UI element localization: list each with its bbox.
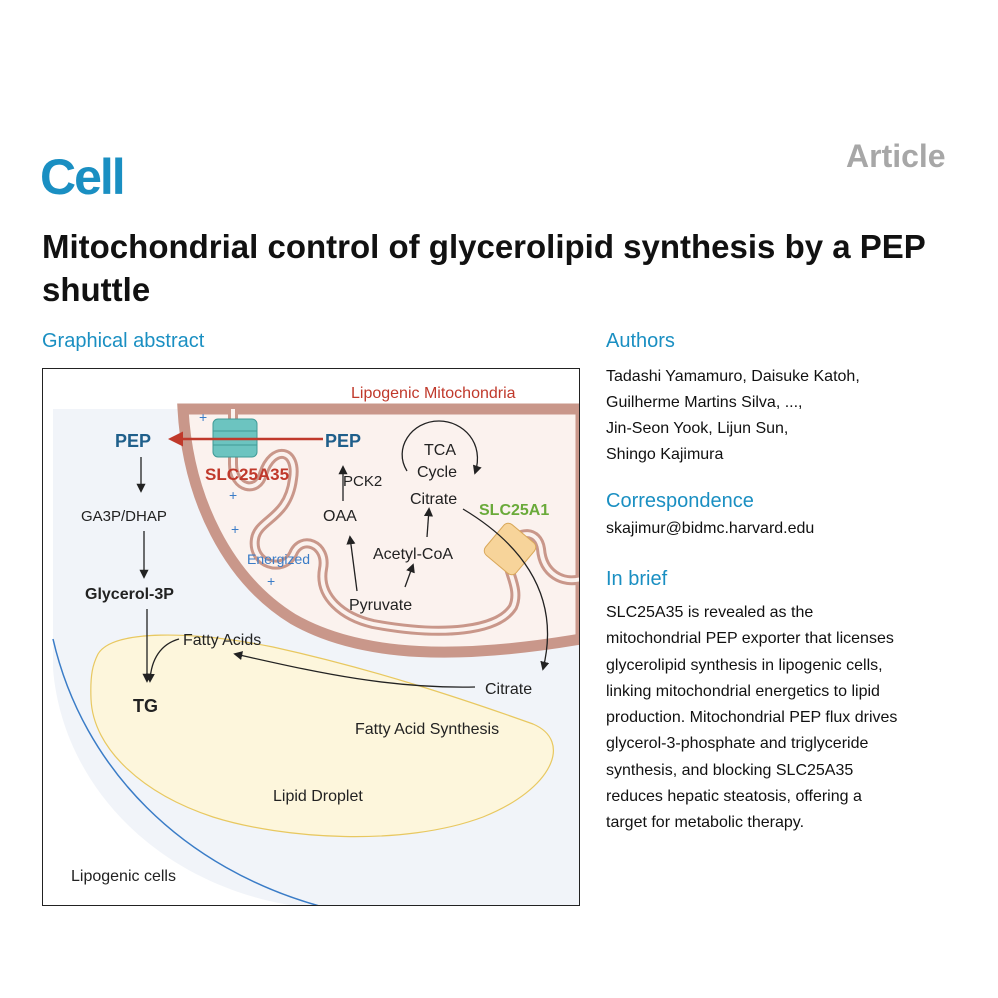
arrow-acetylcoa-to-citrate: [423, 507, 434, 538]
in-brief-line: mitochondrial PEP exporter that licenses: [606, 630, 894, 648]
label-tca: TCA: [424, 442, 456, 459]
label-plus: +: [229, 487, 237, 503]
label-pep-cytosol: PEP: [115, 431, 151, 451]
correspondence-email[interactable]: skajimur@bidmc.harvard.edu: [606, 520, 815, 537]
authors-heading: Authors: [606, 330, 675, 352]
arrow-citrate-export: [462, 508, 550, 671]
cell-membrane: [52, 638, 319, 905]
graphical-abstract-figure: Lipogenic Mitochondria PEP PEP SLC25A35 …: [42, 368, 580, 906]
tca-cycle-arrow: [401, 420, 482, 475]
label-fatty-acid-synthesis: Fatty Acid Synthesis: [355, 721, 499, 738]
label-slc25a35: SLC25A35: [205, 465, 289, 484]
label-slc25a1: SLC25A1: [479, 502, 549, 519]
label-ga3p-dhap: GA3P/DHAP: [81, 508, 167, 525]
in-brief-line: glycerolipid synthesis in lipogenic cell…: [606, 656, 883, 674]
in-brief-line: target for metabolic therapy.: [606, 814, 805, 832]
in-brief-text: SLC25A35 is revealed as the mitochondria…: [606, 600, 968, 837]
label-energized: Energized: [247, 551, 310, 567]
author-line: Jin-Seon Yook, Lijun Sun,: [606, 420, 789, 437]
label-pyruvate: Pyruvate: [349, 597, 412, 614]
label-oaa: OAA: [323, 508, 357, 525]
label-lipogenic-mitochondria: Lipogenic Mitochondria: [351, 385, 516, 402]
in-brief-line: production. Mitochondrial PEP flux drive…: [606, 709, 898, 727]
article-title: Mitochondrial control of glycerolipid sy…: [42, 228, 926, 308]
label-acetyl-coa: Acetyl-CoA: [373, 546, 453, 563]
arrow-citrate-to-fatty-acids: [233, 651, 476, 688]
in-brief-line: glycerol-3-phosphate and triglyceride: [606, 735, 869, 753]
graphical-abstract-heading: Graphical abstract: [42, 330, 205, 352]
author-line: Guilherme Martins Silva, ...,: [606, 394, 803, 411]
label-tg: TG: [133, 696, 158, 716]
label-plus: +: [231, 521, 239, 537]
journal-logo: Cell: [40, 149, 126, 205]
label-lipid-droplet: Lipid Droplet: [273, 788, 363, 805]
in-brief-heading: In brief: [606, 568, 668, 590]
article-type-label: Article: [846, 138, 946, 174]
in-brief-line: synthesis, and blocking SLC25A35: [606, 761, 854, 779]
label-plus: +: [199, 409, 207, 425]
label-citrate-cytosol: Citrate: [485, 681, 532, 698]
in-brief-line: linking mitochondrial energetics to lipi…: [606, 682, 880, 700]
author-line: Tadashi Yamamuro, Daisuke Katoh,: [606, 368, 860, 385]
authors-list: Tadashi Yamamuro, Daisuke Katoh, Guilher…: [606, 364, 976, 468]
graphical-abstract-diagram: Lipogenic Mitochondria PEP PEP SLC25A35 …: [52, 385, 579, 905]
arrow-fatty-acids-to-tg: [145, 638, 180, 683]
label-lipogenic-cells: Lipogenic cells: [71, 868, 176, 885]
label-plus: +: [267, 573, 275, 589]
author-line: Shingo Kajimura: [606, 446, 724, 463]
label-glycerol-3p: Glycerol-3P: [85, 586, 174, 603]
arrow-pyruvate-to-acetylcoa: [404, 563, 415, 588]
label-cycle: Cycle: [417, 464, 457, 481]
label-citrate-mito: Citrate: [410, 491, 457, 508]
lipid-droplet: [90, 634, 554, 838]
arrow-pyruvate-to-oaa: [346, 535, 358, 592]
label-fatty-acids: Fatty Acids: [183, 632, 261, 649]
in-brief-line: SLC25A35 is revealed as the: [606, 604, 814, 621]
label-pep-matrix: PEP: [325, 431, 361, 451]
in-brief-line: reduces hepatic steatosis, offering a: [606, 788, 862, 806]
correspondence-heading: Correspondence: [606, 490, 754, 512]
label-pck2: PCK2: [343, 473, 382, 490]
